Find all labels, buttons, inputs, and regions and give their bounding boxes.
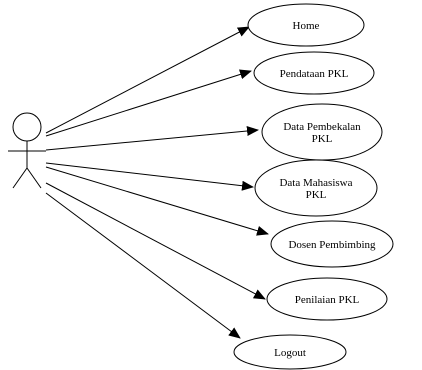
association-arrow-4 <box>45 162 254 191</box>
use-case-label: Logout <box>274 347 306 359</box>
association-arrow-3 <box>45 126 259 151</box>
use-case-ellipse <box>270 220 394 268</box>
association-arrow-1 <box>45 26 250 134</box>
use-case-5: Dosen Pembimbing <box>270 220 394 268</box>
use-case-label: Pendataan PKL <box>280 68 349 80</box>
use-case-ellipse <box>266 277 388 321</box>
association-arrow-7 <box>45 192 241 339</box>
use-case-label: Penilaian PKL <box>295 294 360 306</box>
actor <box>8 112 46 189</box>
association-arrow-2 <box>45 69 252 137</box>
use-case-7: Logout <box>233 334 347 370</box>
use-case-1: Home <box>247 3 365 47</box>
use-case-label: Home <box>293 20 320 32</box>
use-case-label: Data Mahasiswa <box>279 177 352 189</box>
use-case-ellipse <box>247 3 365 47</box>
use-case-ellipse <box>253 51 375 95</box>
use-case-2: Pendataan PKL <box>253 51 375 95</box>
use-case-ellipse <box>254 159 378 217</box>
actor-right-leg <box>26 167 42 189</box>
actor-left-leg <box>12 167 28 189</box>
association-lines <box>45 26 269 339</box>
use-case-label: PKL <box>312 133 333 145</box>
use-case-label: Dosen Pembimbing <box>288 239 376 251</box>
use-case-label: PKL <box>306 189 327 201</box>
association-arrow-5 <box>45 166 269 236</box>
actor-head <box>12 112 42 142</box>
association-arrow-6 <box>45 182 266 300</box>
use-case-6: Penilaian PKL <box>266 277 388 321</box>
use-case-ellipse <box>233 334 347 370</box>
use-case-label: Data Pembekalan <box>283 121 361 133</box>
